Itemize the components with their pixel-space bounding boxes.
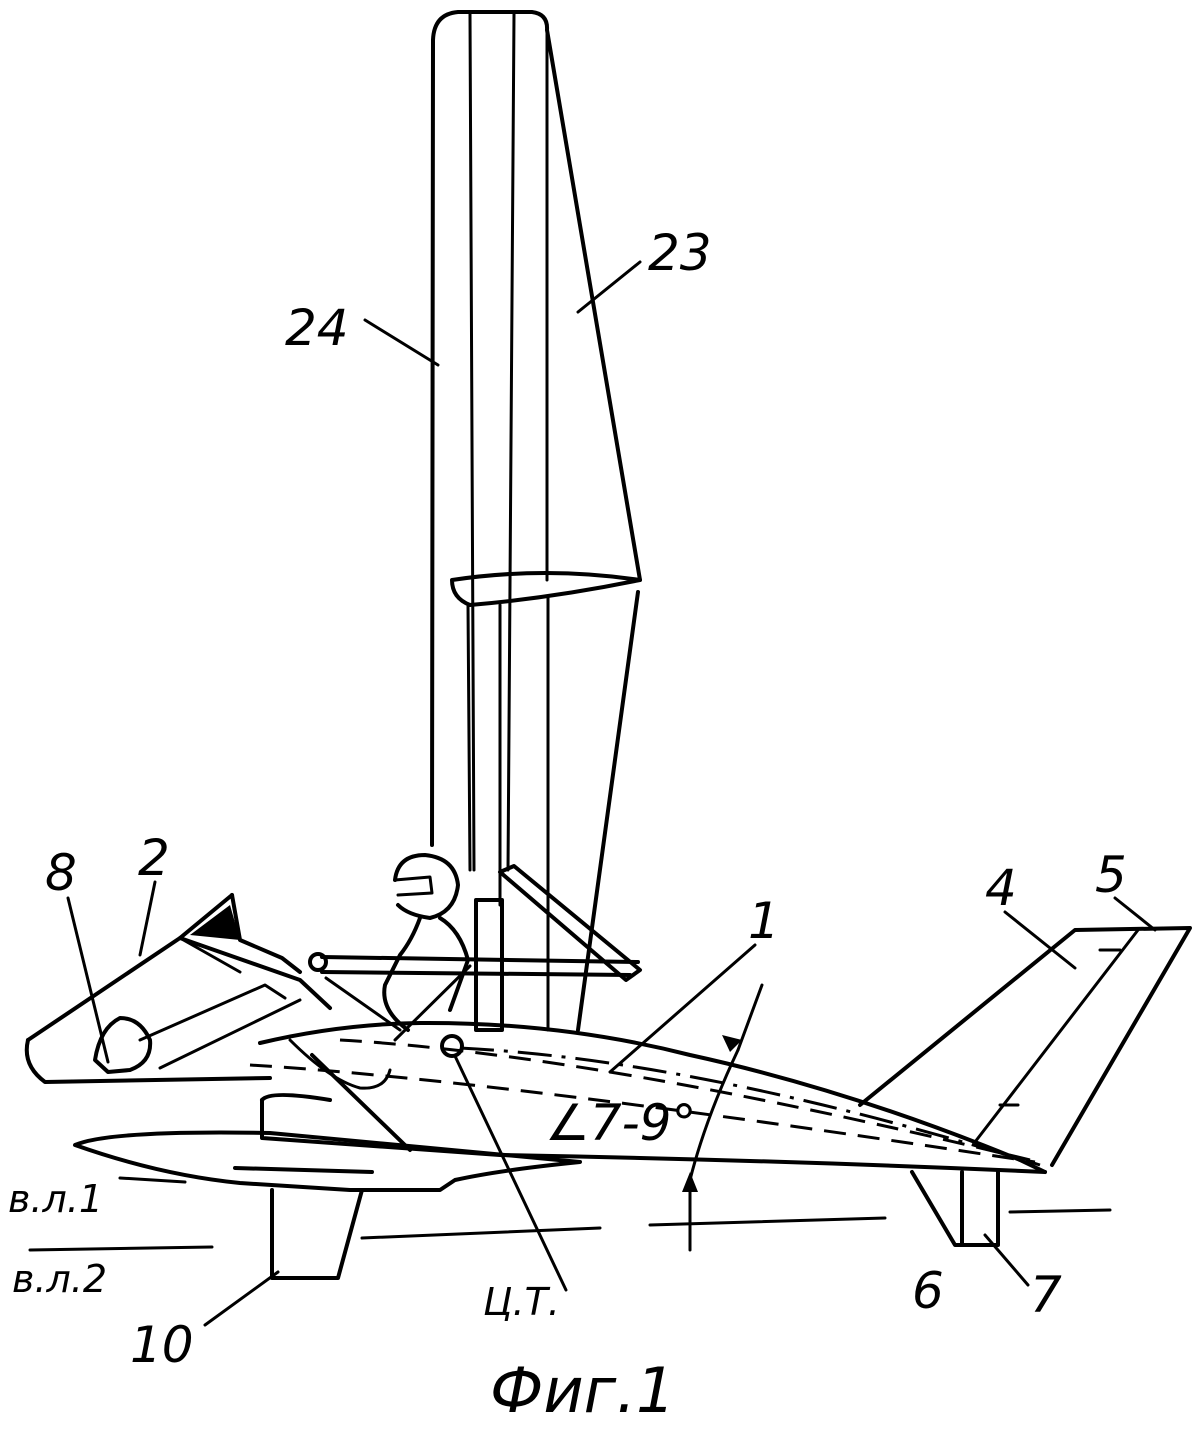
bow-float xyxy=(27,895,330,1082)
label-5: 5 xyxy=(1095,846,1127,904)
pilot-figure xyxy=(384,855,468,1030)
label-10: 10 xyxy=(130,1316,194,1374)
label-7: 7 xyxy=(1030,1266,1062,1324)
label-1: 1 xyxy=(748,892,780,950)
angle-label: ∠7-9° xyxy=(545,1094,697,1152)
waterlines xyxy=(30,1178,1110,1250)
hull xyxy=(250,1023,1045,1290)
label-23: 23 xyxy=(648,224,712,282)
figure-caption: Фиг.1 xyxy=(490,1354,675,1427)
label-24: 24 xyxy=(285,299,349,357)
label-6: 6 xyxy=(912,1262,944,1320)
foils xyxy=(272,1172,998,1278)
label-2: 2 xyxy=(138,829,170,887)
waterline-1-label: в.л.1 xyxy=(8,1177,103,1221)
sail-wing xyxy=(432,12,640,1030)
center-of-gravity-label: Ц.Т. xyxy=(483,1280,560,1324)
label-8: 8 xyxy=(45,844,77,902)
waterline-2-label: в.л.2 xyxy=(12,1257,107,1301)
label-4: 4 xyxy=(985,859,1017,917)
tail-fin xyxy=(860,928,1190,1165)
